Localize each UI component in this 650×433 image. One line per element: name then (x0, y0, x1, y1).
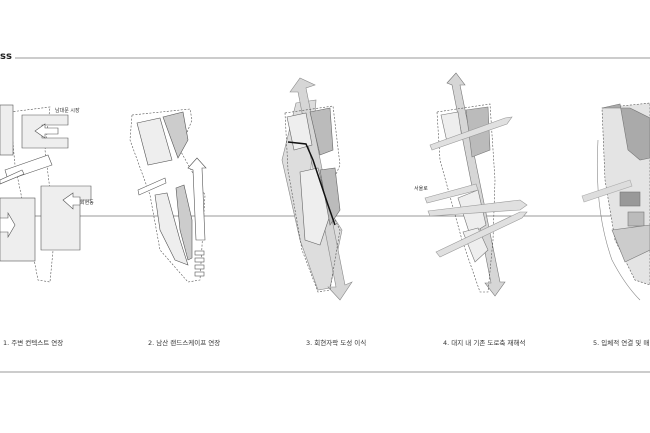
caption-5: 5. 입체적 연결 및 매 (593, 339, 650, 347)
caption-1: 1. 주변 컨텍스트 연장 (3, 339, 64, 347)
caption-4: 4. 대지 내 기존 도로축 재해석 (443, 339, 526, 347)
section-title: ss (0, 51, 12, 62)
label-seoullo: 서울로 (414, 185, 428, 192)
diagram-2 (129, 108, 207, 283)
caption-2: 2. 남산 랜드스케이프 연장 (148, 339, 221, 347)
caption-3: 3. 회현자락 도성 이식 (306, 339, 367, 347)
diagram-5 (581, 102, 650, 301)
diagram-4: 서울로 (414, 72, 528, 297)
diagram-1: 남대문 시장 회현동 (0, 104, 94, 283)
label-hoehyeon-dong: 회현동 (80, 199, 94, 206)
diagram-3 (281, 77, 353, 301)
label-namdaemun-market: 남대문 시장 (55, 107, 80, 114)
